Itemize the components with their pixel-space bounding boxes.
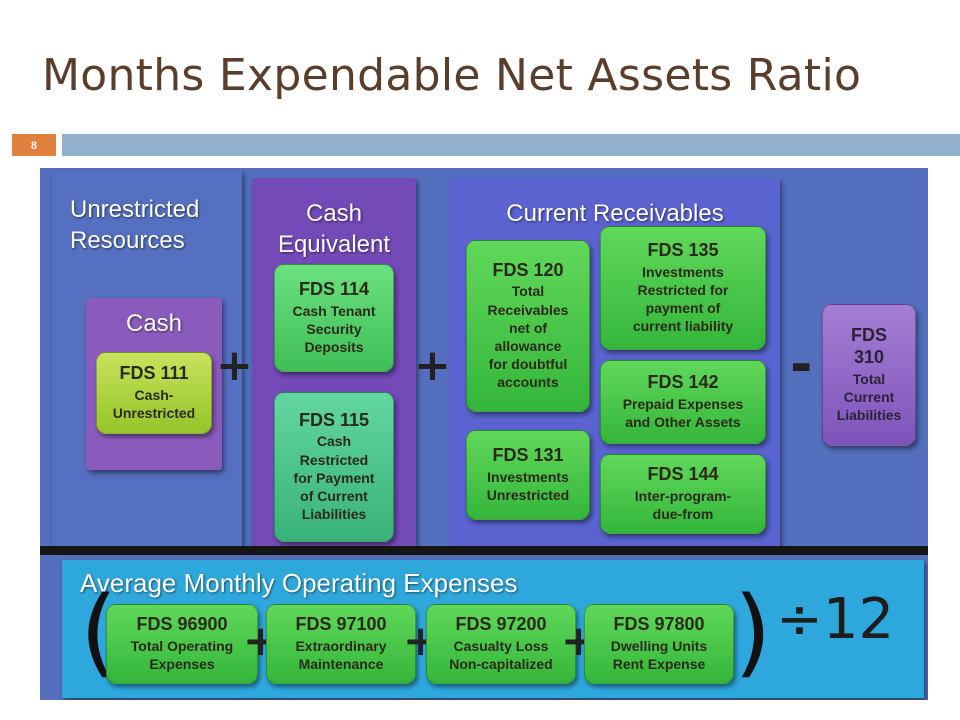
fraction-divider	[40, 546, 928, 555]
current-receivables-panel: Current Receivables FDS 120 Total Receiv…	[450, 178, 780, 548]
cash-equivalent-title-line1: Cash	[305, 200, 363, 227]
fds-135-box: FDS 135 Investments Restricted for payme…	[600, 226, 766, 350]
fds-135-desc-line4: current liability	[632, 318, 734, 335]
fds-120-desc-line5: for doubtful	[488, 356, 568, 373]
fds-96900-code: FDS 96900	[136, 613, 228, 634]
divisor-value: 12	[822, 587, 895, 652]
fds-131-box: FDS 131 Investments Unrestricted	[466, 430, 590, 520]
divide-by-twelve: ÷12	[776, 592, 894, 648]
fds-144-code: FDS 144	[647, 463, 719, 484]
fds-310-code-line2: 310	[853, 346, 885, 367]
fds-115-desc-line3: for Payment	[293, 469, 375, 486]
fds-114-desc-line1: Cash Tenant	[292, 302, 376, 319]
fds-97100-code: FDS 97100	[295, 613, 387, 634]
fds-97800-box: FDS 97800 Dwelling Units Rent Expense	[584, 604, 734, 684]
fds-97200-desc-line2: Non-capitalized	[449, 655, 553, 672]
fds-114-box: FDS 114 Cash Tenant Security Deposits	[274, 264, 394, 372]
fds-131-desc-line1: Investments	[487, 468, 569, 485]
cash-equivalent-title: Cash Equivalent	[252, 198, 416, 260]
plus-operator: +	[216, 340, 253, 391]
cash-title: Cash	[125, 310, 183, 337]
fds-115-desc-line2: Restricted	[299, 451, 369, 468]
fds-142-desc-line2: and Other Assets	[625, 413, 741, 430]
fds-310-desc-line1: Total	[852, 370, 886, 387]
formula-diagram: Unrestricted Resources Cash FDS 111 Cash…	[40, 168, 928, 700]
minus-operator: -	[790, 333, 813, 396]
fds-115-desc-line1: Cash	[316, 433, 352, 450]
fds-310-desc-line3: Liabilities	[836, 406, 902, 423]
fds-120-desc-line2: Receivables	[487, 301, 569, 318]
fds-142-box: FDS 142 Prepaid Expenses and Other Asset…	[600, 360, 766, 444]
slide-title: Months Expendable Net Assets Ratio	[42, 50, 862, 101]
fds-97800-desc-line2: Rent Expense	[612, 655, 706, 672]
fds-120-box: FDS 120 Total Receivables net of allowan…	[466, 240, 590, 412]
cash-equivalent-title-line2: Equivalent	[277, 231, 391, 259]
unrestricted-title-line2: Resources	[70, 227, 185, 255]
fds-114-code: FDS 114	[298, 278, 370, 299]
fds-131-desc-line2: Unrestricted	[486, 486, 570, 503]
fds-310-box: FDS 310 Total Current Liabilities	[822, 304, 916, 446]
fds-135-code: FDS 135	[647, 239, 719, 260]
fds-115-box: FDS 115 Cash Restricted for Payment of C…	[274, 392, 394, 542]
unrestricted-resources-title: Unrestricted Resources	[70, 194, 199, 256]
fds-97100-box: FDS 97100 Extraordinary Maintenance	[266, 604, 416, 684]
fds-96900-desc-line2: Expenses	[149, 655, 215, 672]
fds-97200-box: FDS 97200 Casualty Loss Non-capitalized	[426, 604, 576, 684]
fds-114-desc-line2: Security	[306, 320, 362, 337]
fds-115-code: FDS 115	[298, 409, 370, 430]
unrestricted-title-line1: Unrestricted	[70, 196, 200, 223]
fds-115-desc-line4: of Current	[300, 487, 368, 504]
fds-97100-desc-line1: Extraordinary	[295, 637, 387, 654]
current-receivables-title: Current Receivables	[506, 200, 724, 227]
fds-111-desc-line1: Cash-	[134, 386, 174, 403]
fds-144-desc-line1: Inter-program-	[634, 487, 732, 504]
fds-142-desc-line1: Prepaid Expenses	[622, 395, 744, 412]
fds-97800-code: FDS 97800	[613, 613, 705, 634]
fds-120-desc-line3: net of	[508, 319, 548, 336]
fds-135-desc-line2: Restricted for	[637, 281, 729, 298]
fds-97200-desc-line1: Casualty Loss	[453, 637, 549, 654]
fds-310-code-line1: FDS	[851, 324, 887, 345]
fds-111-code: FDS 111	[119, 362, 189, 383]
fds-310-desc-line2: Current	[843, 388, 895, 405]
fds-120-desc-line4: allowance	[494, 337, 562, 354]
fds-96900-desc-line1: Total Operating	[130, 637, 234, 654]
page-number-badge: 8	[12, 134, 56, 156]
fds-144-desc-line2: due-from	[652, 505, 714, 522]
cash-panel: Cash FDS 111 Cash- Unrestricted	[86, 298, 222, 470]
fds-97800-desc-line1: Dwelling Units	[610, 637, 708, 654]
fds-144-box: FDS 144 Inter-program- due-from	[600, 454, 766, 534]
title-accent-bar	[62, 134, 960, 156]
fds-142-code: FDS 142	[647, 371, 719, 392]
unrestricted-resources-panel: Unrestricted Resources Cash FDS 111 Cash…	[52, 170, 242, 548]
fds-114-desc-line3: Deposits	[304, 338, 364, 355]
close-parenthesis: )	[734, 576, 772, 688]
fds-135-desc-line1: Investments	[642, 263, 724, 280]
fds-111-desc-line2: Unrestricted	[112, 404, 196, 421]
fds-115-desc-line5: Liabilities	[301, 506, 367, 523]
plus-operator: +	[414, 340, 451, 391]
operating-expenses-title: Average Monthly Operating Expenses	[80, 568, 518, 598]
fds-97100-desc-line2: Maintenance	[298, 655, 384, 672]
cash-equivalent-panel: Cash Equivalent FDS 114 Cash Tenant Secu…	[252, 178, 416, 548]
fds-97200-code: FDS 97200	[455, 613, 547, 634]
fds-120-desc-line6: accounts	[497, 374, 559, 391]
fds-120-code: FDS 120	[492, 259, 564, 280]
fds-96900-box: FDS 96900 Total Operating Expenses	[106, 604, 258, 684]
fds-120-desc-line1: Total	[511, 283, 545, 300]
divide-sign: ÷	[776, 587, 823, 652]
fds-135-desc-line3: payment of	[645, 299, 721, 316]
fds-131-code: FDS 131	[492, 444, 564, 465]
fds-111-box: FDS 111 Cash- Unrestricted	[96, 352, 212, 434]
